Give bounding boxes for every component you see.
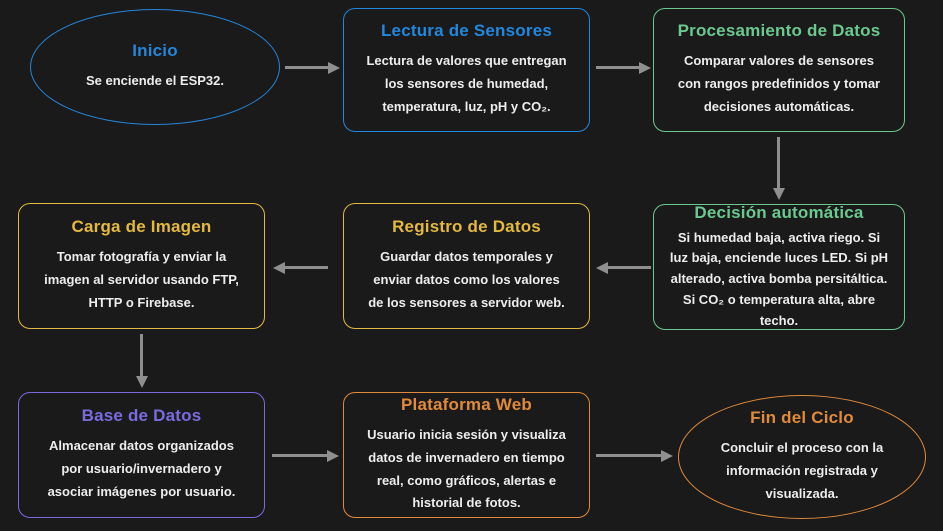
node-lectura-de-sensores-title: Lectura de Sensores xyxy=(380,21,553,41)
node-inicio-title: Inicio xyxy=(132,41,178,61)
node-registro-de-datos-body: Guardar datos temporales y enviar datos … xyxy=(368,249,565,310)
arrow-plataforma-to-fin xyxy=(596,454,662,457)
node-base-de-datos: Base de Datos Almacenar datos organizado… xyxy=(18,392,265,518)
node-decision-automatica: Decisión automática Si humedad baja, act… xyxy=(653,202,905,330)
node-carga-de-imagen-title: Carga de Imagen xyxy=(71,217,212,237)
node-procesamiento-de-datos: Procesamiento de Datos Comparar valores … xyxy=(653,8,905,132)
node-decision-automatica-title: Decisión automática xyxy=(694,202,864,222)
node-plataforma-web-title: Plataforma Web xyxy=(401,395,532,414)
node-plataforma-web: Plataforma Web Usuario inicia sesión y v… xyxy=(343,392,590,518)
node-fin-del-ciclo-body: Concluir el proceso con la información r… xyxy=(720,440,884,501)
node-decision-automatica-body: Si humedad baja, activa riego. Si luz ba… xyxy=(669,229,889,328)
node-fin-del-ciclo: Fin del Ciclo Concluir el proceso con la… xyxy=(678,395,926,519)
node-plataforma-web-body: Usuario inicia sesión y visualiza datos … xyxy=(367,427,566,511)
node-base-de-datos-body: Almacenar datos organizados por usuario/… xyxy=(47,438,236,499)
arrow-inicio-to-lectura xyxy=(285,66,329,69)
node-lectura-de-sensores-body: Lectura de valores que entregan los sens… xyxy=(366,53,567,114)
node-carga-de-imagen-body: Tomar fotografía y enviar la imagen al s… xyxy=(44,249,239,310)
node-registro-de-datos-title: Registro de Datos xyxy=(392,217,541,237)
node-inicio: Inicio Se enciende el ESP32. xyxy=(30,9,280,125)
node-procesamiento-de-datos-title: Procesamiento de Datos xyxy=(677,21,881,41)
arrow-carga-to-base xyxy=(140,334,143,377)
node-procesamiento-de-datos-body: Comparar valores de sensores con rangos … xyxy=(677,53,881,114)
node-base-de-datos-title: Base de Datos xyxy=(81,406,202,426)
node-carga-de-imagen: Carga de Imagen Tomar fotografía y envia… xyxy=(18,203,265,329)
node-registro-de-datos: Registro de Datos Guardar datos temporal… xyxy=(343,203,590,329)
node-lectura-de-sensores: Lectura de Sensores Lectura de valores q… xyxy=(343,8,590,132)
node-fin-del-ciclo-title: Fin del Ciclo xyxy=(750,408,854,428)
node-inicio-body: Se enciende el ESP32. xyxy=(85,73,225,89)
arrow-procesamiento-to-decision xyxy=(777,137,780,189)
arrow-decision-to-registro xyxy=(607,266,651,269)
arrow-registro-to-carga xyxy=(284,266,328,269)
arrow-lectura-to-procesamiento xyxy=(596,66,640,69)
arrow-base-to-plataforma xyxy=(272,454,328,457)
